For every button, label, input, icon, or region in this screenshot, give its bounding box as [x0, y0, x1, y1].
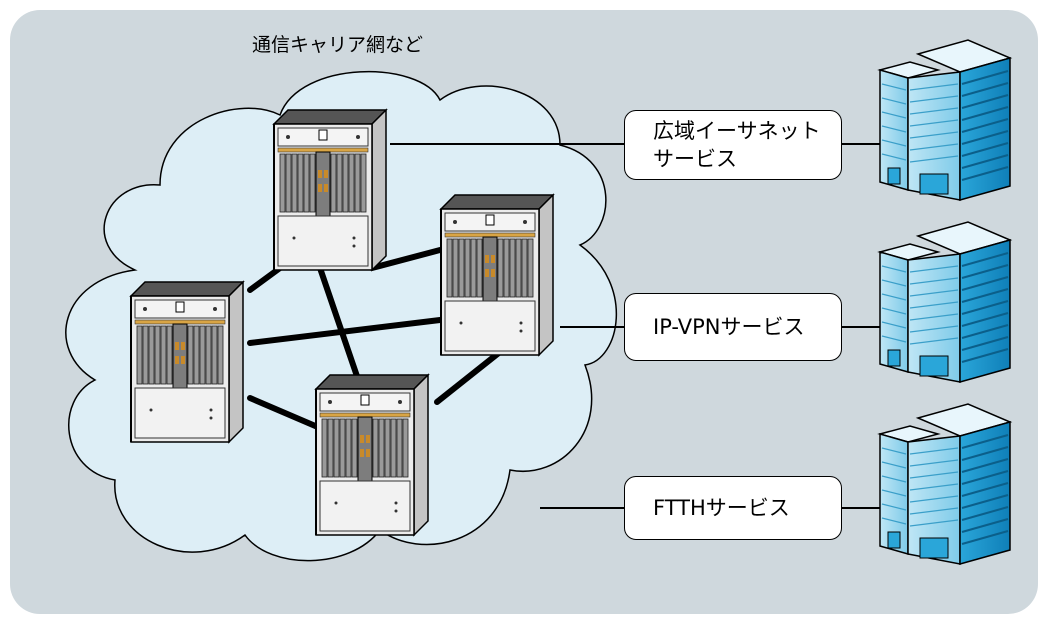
service-label-line1: 広域イーサネット [653, 119, 821, 143]
service-box-wide-ethernet: 広域イーサネット サービス [624, 110, 842, 180]
service-box-ip-vpn: IP-VPNサービス [624, 293, 842, 361]
router-chassis-icon-right [440, 194, 554, 356]
router-chassis-icon-left [130, 281, 244, 443]
office-building-icon-3 [879, 403, 1011, 565]
service-label-line1: IP-VPNサービス [653, 315, 805, 339]
office-building-icon-1 [879, 39, 1011, 201]
router-chassis-icon-bottom [315, 374, 429, 536]
router-mesh-links [247, 247, 508, 431]
network-label: 通信キャリア網など [252, 34, 424, 56]
service-label-line2: サービス [653, 147, 737, 171]
router-chassis-icon-top [273, 109, 387, 271]
office-building-icon-2 [879, 221, 1011, 383]
service-box-ftth: FTTHサービス [624, 476, 842, 540]
service-label-line1: FTTHサービス [653, 496, 790, 520]
service-links [390, 143, 880, 509]
